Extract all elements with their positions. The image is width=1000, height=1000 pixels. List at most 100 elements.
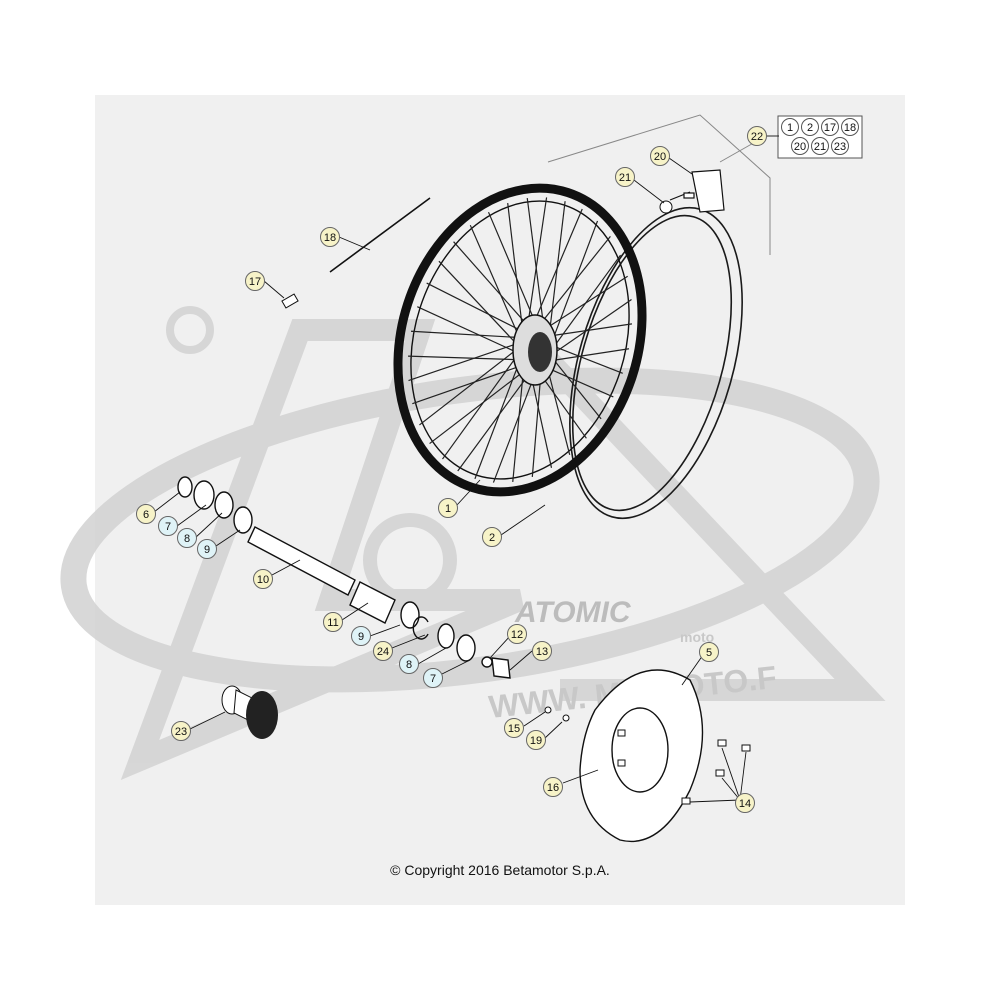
callout-bubble — [504, 718, 524, 738]
leader-lines — [153, 135, 779, 803]
spoke-line — [547, 254, 622, 355]
callout-bubble — [438, 498, 458, 518]
spoke-line — [547, 201, 566, 345]
callout-bubble — [699, 642, 719, 662]
callout-13: 13 — [532, 641, 552, 661]
callout-label: 7 — [430, 673, 436, 685]
callout-5: 5 — [699, 642, 719, 662]
callout-24: 24 — [373, 641, 393, 661]
kit-item-bubble — [841, 118, 859, 136]
kit-item-bubble — [781, 118, 799, 136]
kit-item-label: 20 — [794, 141, 806, 153]
callout-label: 19 — [530, 735, 542, 747]
kit-item-bubble — [831, 137, 849, 155]
watermark-brand: moto — [680, 629, 714, 645]
kit-item-bubble — [791, 137, 809, 155]
callout-9: 9 — [197, 539, 217, 559]
callout-bubble — [735, 793, 755, 813]
spoke-line — [442, 349, 522, 460]
spoke-line — [545, 298, 632, 360]
kit-item-label: 17 — [824, 122, 836, 134]
wheel-assembly — [393, 183, 647, 497]
spoke-line — [548, 220, 599, 350]
callout-label: 6 — [143, 509, 149, 521]
kit-item-label: 21 — [814, 141, 826, 153]
callout-label: 21 — [619, 172, 631, 184]
callout-21: 21 — [615, 167, 635, 187]
callout-18: 18 — [320, 227, 340, 247]
callout-17: 17 — [245, 271, 265, 291]
svg-text:ATOMIC: ATOMIC — [514, 596, 632, 629]
callout-bubble — [399, 654, 419, 674]
callout-bubble — [245, 271, 265, 291]
callout-bubble — [650, 146, 670, 166]
callout-label: 9 — [358, 631, 364, 643]
kit-outline — [547, 114, 771, 255]
callout-23: 23 — [171, 721, 191, 741]
callout-7: 7 — [158, 516, 178, 536]
rim-lock-20-part — [669, 169, 725, 213]
callout-label: 16 — [547, 782, 559, 794]
callout-label: 23 — [175, 726, 187, 738]
spoke-line — [408, 340, 525, 382]
callout-bubble — [532, 641, 552, 661]
callout-16: 16 — [543, 777, 563, 797]
callout-label: 24 — [377, 646, 389, 658]
callout-20: 20 — [650, 146, 670, 166]
copyright-text: © Copyright 2016 Betamotor S.p.A. — [390, 862, 610, 878]
callout-label: 1 — [445, 503, 451, 515]
callout-label: 7 — [165, 521, 171, 533]
hub-23-part — [221, 685, 278, 739]
callout-15: 15 — [504, 718, 524, 738]
callout-9: 9 — [351, 626, 371, 646]
callout-bubble — [526, 730, 546, 750]
callout-19: 19 — [526, 730, 546, 750]
spoke-line — [474, 354, 523, 480]
nipple-17-part — [281, 293, 299, 309]
nut-21-part — [659, 200, 673, 214]
callout-2: 2 — [482, 527, 502, 547]
callout-bubble — [507, 624, 527, 644]
callout-bubble — [320, 227, 340, 247]
callout-1: 1 — [438, 498, 458, 518]
callout-bubble — [197, 539, 217, 559]
callout-bubble — [423, 668, 443, 688]
callout-bubble — [747, 126, 767, 146]
callout-bubble — [482, 527, 502, 547]
callout-label: 13 — [536, 646, 548, 658]
callout-8: 8 — [177, 528, 197, 548]
callout-bubble — [158, 516, 178, 536]
callout-10: 10 — [253, 569, 273, 589]
kit-item-bubble — [821, 118, 839, 136]
callout-label: 2 — [489, 532, 495, 544]
callout-6: 6 — [136, 504, 156, 524]
callout-label: 15 — [508, 723, 520, 735]
callout-label: 20 — [654, 151, 666, 163]
callout-label: 9 — [204, 544, 210, 556]
callout-label: 8 — [184, 533, 190, 545]
callout-label: 17 — [249, 276, 261, 288]
spoke-line — [426, 282, 533, 337]
callout-7: 7 — [423, 668, 443, 688]
callout-bubble — [543, 777, 563, 797]
spoke-18-part — [329, 197, 431, 273]
kit-item-bubble — [801, 118, 819, 136]
callout-label: 18 — [324, 232, 336, 244]
small-parts-15-19 — [544, 706, 570, 722]
callout-11: 11 — [323, 612, 343, 632]
callout-bubble — [171, 721, 191, 741]
callout-8: 8 — [399, 654, 419, 674]
callout-bubble — [373, 641, 393, 661]
kit-item-label: 23 — [834, 141, 846, 153]
callout-bubble — [177, 528, 197, 548]
kit-item-label: 2 — [807, 122, 813, 134]
callout-label: 12 — [511, 629, 523, 641]
callout-14: 14 — [735, 793, 755, 813]
spoke-line — [410, 330, 528, 339]
brake-disc-5-part — [579, 669, 704, 843]
callout-label: 5 — [706, 647, 712, 659]
callout-bubble — [615, 167, 635, 187]
bolts-14-part — [617, 729, 751, 805]
